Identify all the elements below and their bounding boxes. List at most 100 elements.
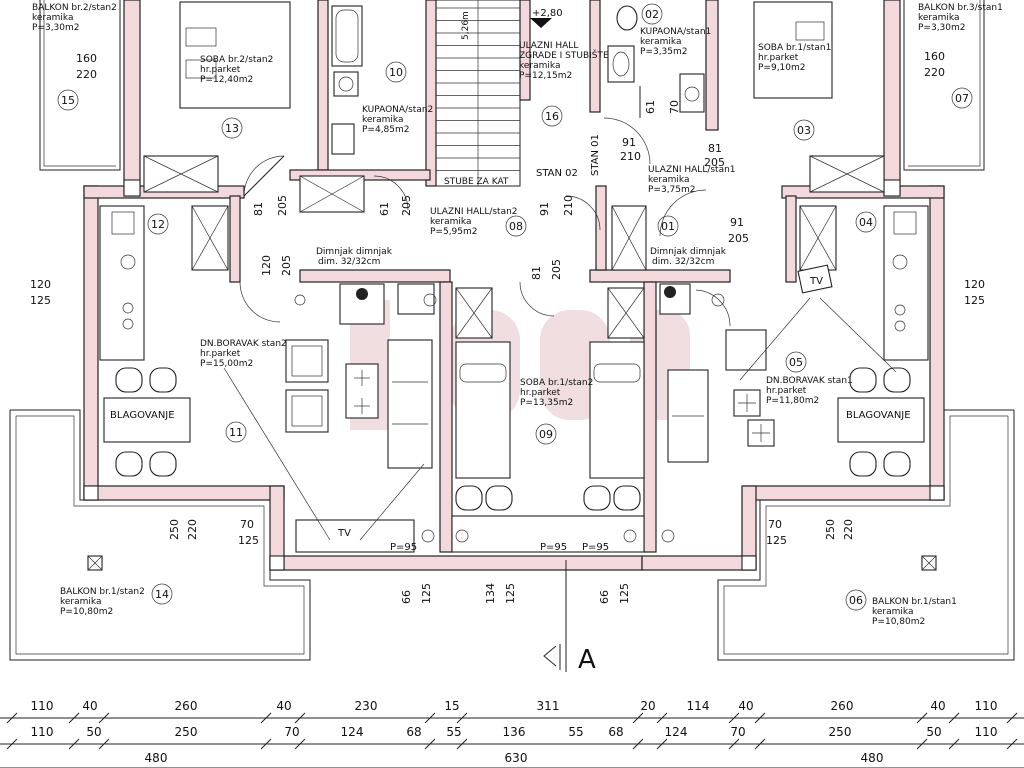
chain-dimension: 136	[503, 725, 526, 739]
room-number-circle	[641, 3, 663, 25]
room-label-line: ZGRADE I STUBIŠTE	[519, 49, 609, 61]
dimension-tick	[656, 712, 668, 724]
stan01-label: STAN 01	[590, 134, 601, 176]
tv-view-lines	[223, 297, 897, 541]
dimension-tick	[728, 738, 740, 750]
dimension-value: 125	[238, 534, 259, 547]
chain-dimension: 55	[446, 725, 461, 739]
room-label-line: P=3,30m2	[32, 23, 80, 33]
dimension-value: 91	[730, 216, 744, 229]
room-label-line: DN.BORAVAK stan1	[766, 376, 853, 386]
vertical-dimension-value: 120	[260, 255, 273, 276]
dimension-value: 210	[620, 150, 641, 163]
room-label-line: P=3,30m2	[918, 23, 966, 33]
chain-dimension: 50	[86, 725, 101, 739]
dimension-tick	[754, 712, 766, 724]
dimension-value: 220	[76, 68, 97, 81]
dimension-tick	[656, 738, 668, 750]
room-label-line: BALKON br.1/stan2	[60, 587, 145, 597]
chain-dimension: 311	[537, 699, 560, 713]
vertical-dimension-value: 250	[168, 519, 181, 540]
dimension-tick	[424, 712, 436, 724]
stair-annotation: 5,26m	[461, 11, 471, 40]
room-number-circle	[385, 61, 407, 83]
room-number: 06	[849, 594, 863, 607]
chimney-vents	[294, 283, 725, 543]
label-p95-b: P=95	[540, 542, 567, 553]
room-number-circle	[151, 583, 173, 605]
chain-dimension: 50	[926, 725, 941, 739]
vertical-dimension-value: 70	[668, 100, 681, 114]
chain-dimension: 124	[341, 725, 364, 739]
vertical-dimension-value: 205	[550, 259, 563, 280]
room-number-circle	[657, 215, 679, 237]
room-label-line: SOBA br.2/stan2	[200, 55, 273, 65]
chain-dimension: 260	[175, 699, 198, 713]
vertical-dimension-value: 66	[400, 590, 413, 604]
dimension-tick	[728, 712, 740, 724]
room-label-line: hr.parket	[200, 349, 241, 359]
dimension-value: 81	[708, 142, 722, 155]
dimension-tick	[916, 738, 928, 750]
dimension-value: 160	[924, 50, 945, 63]
chain-dimension: 40	[738, 699, 753, 713]
room-number: 07	[955, 92, 969, 105]
chain-dimension: 70	[730, 725, 745, 739]
dimension-tick	[294, 712, 306, 724]
room-label-line: keramika	[519, 61, 560, 71]
room-label-line: P=5,95m2	[430, 227, 478, 237]
chain-dimension: 110	[975, 699, 998, 713]
room-label-line: P=10,80m2	[60, 607, 113, 617]
room-number-circle	[845, 589, 867, 611]
room-number-circle	[221, 117, 243, 139]
room-label-line: keramika	[872, 607, 913, 617]
chain-dimension: 110	[975, 725, 998, 739]
room-label-line: keramika	[60, 597, 101, 607]
room-label-line: keramika	[918, 13, 959, 23]
label-blag-right: BLAGOVANJE	[846, 410, 911, 421]
room-number-circle	[535, 423, 557, 445]
dimension-value: 120	[30, 278, 51, 291]
dimension-value: 220	[924, 66, 945, 79]
vertical-dimension-value: 250	[824, 519, 837, 540]
bathroom-fixtures	[331, 5, 705, 155]
room-number: 16	[545, 110, 559, 123]
label-tv-left: TV	[337, 528, 351, 539]
dimension-tick	[916, 712, 928, 724]
chain-dimension: 250	[829, 725, 852, 739]
room-label-line: keramika	[362, 115, 403, 125]
label-stube: STUBE ZA KAT	[444, 177, 509, 187]
room-label-line: P=3,35m2	[640, 47, 688, 57]
chain-dimension: 15	[444, 699, 459, 713]
room-label-line: P=11,80m2	[766, 396, 819, 406]
room-label-line: P=13,35m2	[520, 398, 573, 408]
room-label-line: P=15,00m2	[200, 359, 253, 369]
room-label-line: hr.parket	[758, 53, 799, 63]
dimension-value: 205	[704, 156, 725, 169]
room-number-circle	[855, 211, 877, 233]
vertical-dimension-value: 134	[484, 583, 497, 604]
vertical-dimension-value: 205	[276, 195, 289, 216]
room-number: 09	[539, 428, 553, 441]
room-label-line: BALKON br.3/stan1	[918, 3, 1003, 13]
chain-dimension: 230	[355, 699, 378, 713]
vertical-dimension-value: 205	[400, 195, 413, 216]
vertical-dimension-value: 125	[618, 583, 631, 604]
room-label-line: hr.parket	[200, 65, 241, 75]
room-label-line: P=4,85m2	[362, 125, 410, 135]
label-dim-ventA2: dim. 32/32cm	[318, 257, 380, 267]
vertical-dimension-value: 61	[644, 100, 657, 114]
label-dim-ventB: Dimnjak dimnjak	[650, 247, 727, 257]
dimension-tick	[632, 712, 644, 724]
room-label-line: SOBA br.1/stan1	[758, 43, 831, 53]
dimension-value: 70	[240, 518, 254, 531]
dimension-tick	[98, 738, 110, 750]
vertical-dimension-value: 61	[378, 202, 391, 216]
label-level: +2,80	[532, 8, 563, 19]
label-sec-a: A	[578, 645, 596, 675]
chain-dimension: 480	[145, 751, 168, 765]
label-dim-ventB2: dim. 32/32cm	[652, 257, 714, 267]
room-number-circle	[57, 89, 79, 111]
chain-dimension: 68	[608, 725, 623, 739]
